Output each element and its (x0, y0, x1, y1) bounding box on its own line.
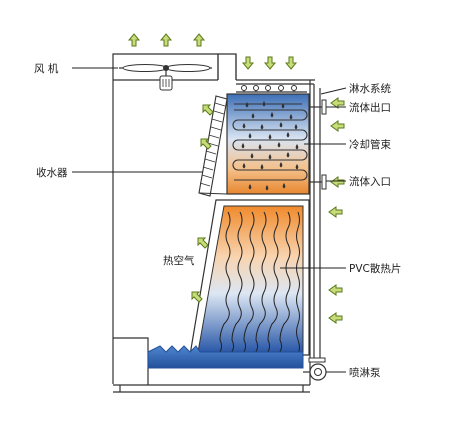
left-arrow-icon (328, 284, 343, 296)
spray-pump-label: 喷淋泵 (349, 366, 381, 379)
fluid-outlet-label: 流体出口 (349, 101, 391, 114)
intake-arrows-right (328, 97, 345, 324)
diagonal-arrow-icon (197, 237, 209, 249)
cooling-coil (226, 93, 327, 195)
down-arrow-icon (264, 56, 276, 70)
diagonal-arrow-icon (202, 104, 214, 116)
fan-icon (119, 64, 212, 91)
down-arrow-icon (242, 56, 254, 70)
pump-icon (309, 363, 327, 381)
spray-pump (236, 83, 327, 381)
pvc-fill-label: PVC散热片 (349, 262, 401, 275)
collector-label: 收水器 (36, 166, 68, 179)
left-arrow-icon (330, 120, 345, 132)
left-arrow-icon (330, 97, 345, 109)
intake-arrows-top (242, 56, 297, 70)
leader-lines (72, 67, 347, 373)
basin-water (147, 345, 304, 369)
up-arrow-icon (193, 33, 205, 47)
tower-casing (112, 53, 315, 393)
left-arrow-icon (330, 176, 345, 188)
water-collector (198, 95, 228, 197)
left-arrow-icon (328, 206, 343, 218)
left-arrow-icon (328, 312, 343, 324)
pvc-fill (189, 199, 310, 356)
labels: 风 机 收水器 热空气 淋水系统 流体出口 冷却管束 流体入口 PVC散热片 喷… (34, 62, 401, 379)
up-arrow-icon (160, 33, 172, 47)
down-arrow-icon (285, 56, 297, 70)
hot-air-label: 热空气 (163, 254, 195, 267)
fan-label: 风 机 (34, 62, 59, 75)
fluid-inlet-label: 流体入口 (349, 175, 391, 188)
spray-header (236, 85, 307, 93)
spray-system-label: 淋水系统 (349, 82, 391, 95)
exhaust-arrows (128, 33, 205, 47)
up-arrow-icon (128, 33, 140, 47)
cooling-coil-label: 冷却管束 (349, 138, 391, 151)
